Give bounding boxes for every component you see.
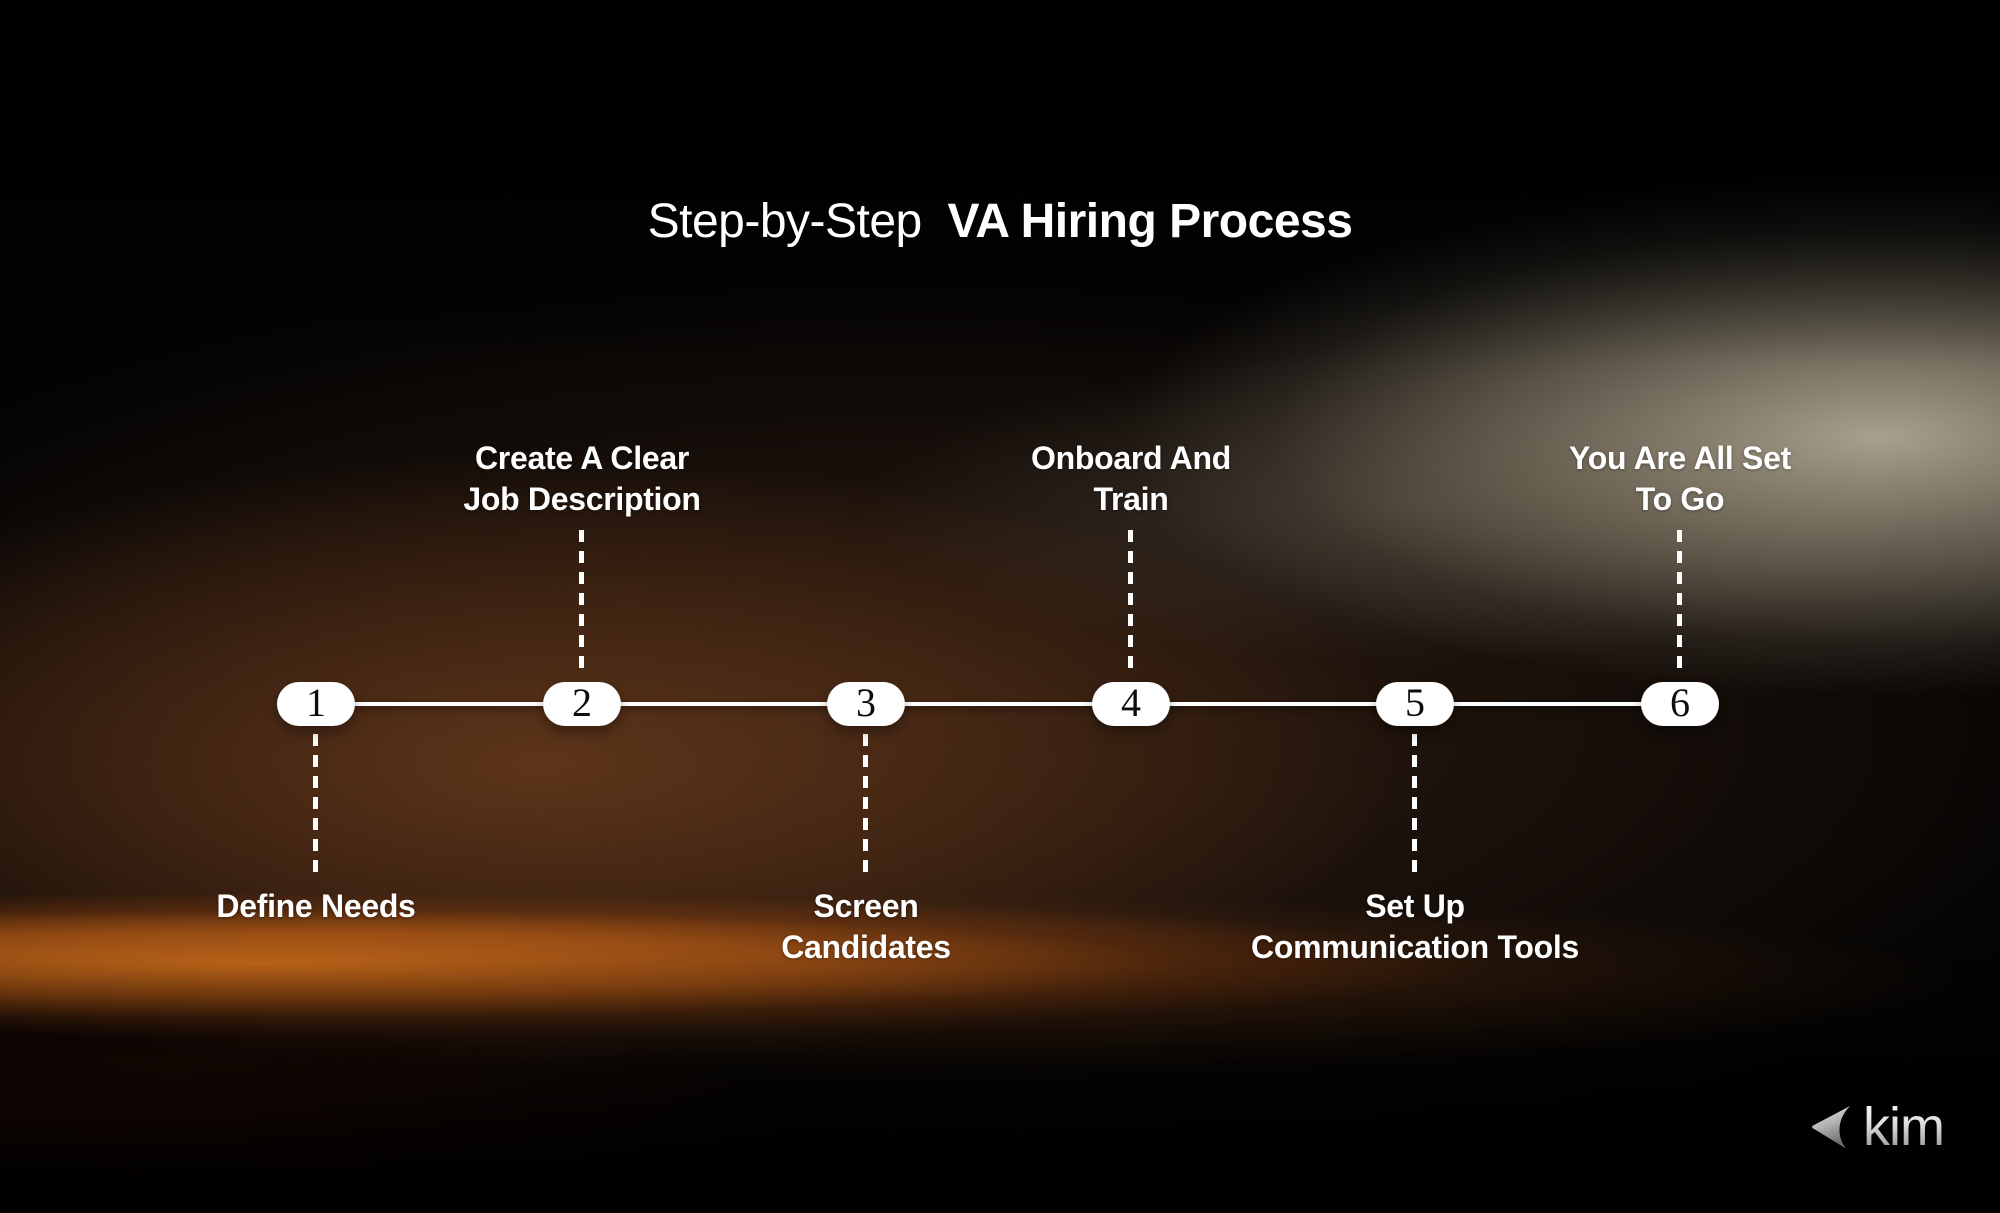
step-3-dashed-line bbox=[863, 734, 868, 872]
timeline-connector-line bbox=[316, 702, 1680, 706]
step-5-label: Set Up Communication Tools bbox=[1195, 886, 1635, 968]
step-6-dashed-line bbox=[1677, 530, 1682, 674]
title-space bbox=[935, 195, 948, 248]
step-3-label-line-2: Candidates bbox=[781, 929, 951, 965]
step-2-label: Create A Clear Job Description bbox=[362, 438, 802, 520]
page-title: Step-by-Step VA Hiring Process bbox=[0, 194, 2000, 250]
step-2-label-line-2: Job Description bbox=[463, 481, 701, 517]
step-6-label-line-1: You Are All Set bbox=[1569, 440, 1791, 476]
step-5-label-line-1: Set Up bbox=[1365, 888, 1465, 924]
step-6-label-line-2: To Go bbox=[1635, 481, 1725, 517]
step-4-label: Onboard And Train bbox=[911, 438, 1351, 520]
step-6-label: You Are All Set To Go bbox=[1460, 438, 1900, 520]
step-3-node: 3 bbox=[827, 682, 905, 726]
step-2-number: 2 bbox=[572, 680, 592, 725]
step-2-dashed-line bbox=[579, 530, 584, 674]
step-3-label-line-1: Screen bbox=[813, 888, 919, 924]
step-1-node: 1 bbox=[277, 682, 355, 726]
step-4-number: 4 bbox=[1121, 680, 1141, 725]
step-5-label-line-2: Communication Tools bbox=[1251, 929, 1579, 965]
step-4-dashed-line bbox=[1128, 530, 1133, 674]
step-1-number: 1 bbox=[306, 680, 326, 725]
step-2-node: 2 bbox=[543, 682, 621, 726]
step-1-label-line-1: Define Needs bbox=[216, 888, 416, 924]
step-3-number: 3 bbox=[856, 680, 876, 725]
kim-chevron-icon bbox=[1812, 1106, 1851, 1149]
step-4-label-line-1: Onboard And bbox=[1031, 440, 1231, 476]
step-6-number: 6 bbox=[1670, 680, 1690, 725]
title-regular-part: Step-by-Step bbox=[647, 195, 923, 248]
title-bold-part: VA Hiring Process bbox=[947, 195, 1353, 248]
step-5-node: 5 bbox=[1376, 682, 1454, 726]
brand-logo: kim bbox=[1805, 1097, 1945, 1157]
step-4-label-line-2: Train bbox=[1093, 481, 1169, 517]
step-4-node: 4 bbox=[1092, 682, 1170, 726]
brand-name: kim bbox=[1863, 1097, 1945, 1157]
step-6-node: 6 bbox=[1641, 682, 1719, 726]
step-5-dashed-line bbox=[1412, 734, 1417, 872]
step-2-label-line-1: Create A Clear bbox=[475, 440, 689, 476]
step-1-label: Define Needs bbox=[96, 886, 536, 927]
step-5-number: 5 bbox=[1405, 680, 1425, 725]
step-3-label: Screen Candidates bbox=[646, 886, 1086, 968]
step-1-dashed-line bbox=[313, 734, 318, 872]
